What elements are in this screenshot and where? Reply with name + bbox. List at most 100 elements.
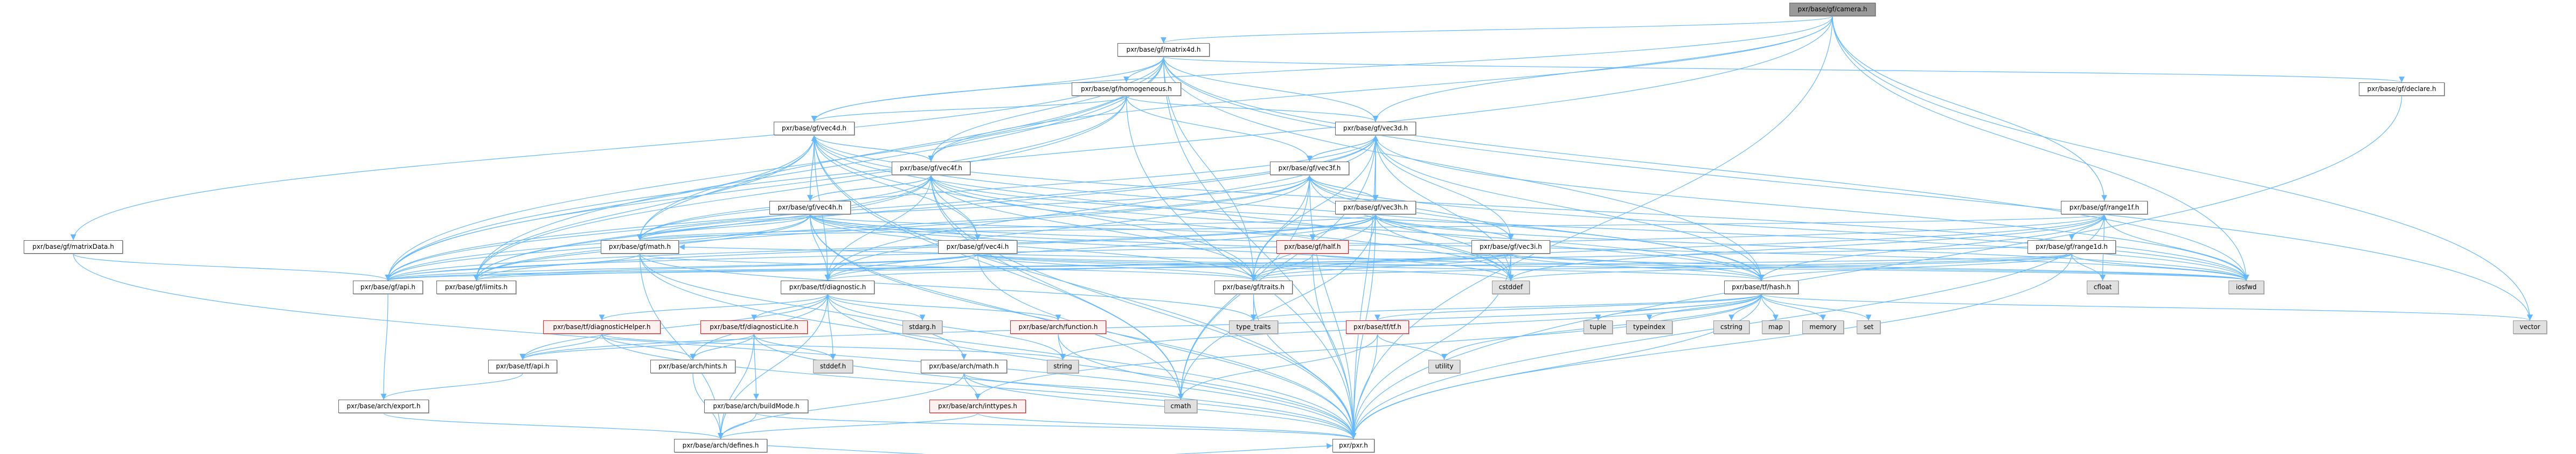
graph-node-tuple: tuple [1584, 320, 1613, 334]
edge-tf-to-utility [1377, 333, 1447, 360]
edge-vec3f-to-api [385, 174, 1310, 281]
graph-node-vec3h[interactable]: pxr/base/gf/vec3h.h [1335, 201, 1416, 214]
edge-hash-to-vector [1761, 294, 2533, 321]
graph-node-diagnosticLite[interactable]: pxr/base/tf/diagnosticLite.h [700, 320, 808, 334]
edge-matrix4d-to-matrixData [70, 56, 1164, 241]
edge-math-to-pxr [639, 253, 1357, 439]
edge-diagnostic-to-tfapi [519, 294, 828, 360]
edge-hash-to-cstring [1728, 294, 1762, 321]
edge-archmath-to-inttypes [963, 373, 981, 400]
graph-node-iosfwd: iosfwd [2228, 281, 2264, 294]
graph-node-vec3d[interactable]: pxr/base/gf/vec3d.h [1335, 122, 1416, 135]
edge-vec4i-to-iosfwd [977, 253, 2249, 281]
edge-vec3f-to-limits [473, 174, 1310, 281]
graph-node-api[interactable]: pxr/base/gf/api.h [353, 281, 423, 294]
edge-vec3f-to-cstddef [1309, 174, 1514, 281]
graph-node-pxr[interactable]: pxr/pxr.h [1332, 439, 1374, 452]
edge-vec4f-to-cmath [931, 174, 1184, 400]
edge-range1d-to-traits [1251, 253, 2072, 281]
edge-vec4f-to-cstddef [931, 174, 1514, 281]
edge-hash-to-type_traits [1251, 294, 1762, 321]
edge-vec4i-to-diagnostic [824, 253, 978, 281]
graph-node-cstddef: cstddef [1492, 281, 1530, 294]
edge-vec4h-to-cstddef [809, 214, 1514, 281]
graph-node-stdarg: stdarg.h [902, 320, 942, 334]
graph-node-traits[interactable]: pxr/base/gf/traits.h [1214, 281, 1293, 294]
graph-node-vec4d[interactable]: pxr/base/gf/vec4d.h [774, 122, 855, 135]
edge-vec4h-to-cmath [809, 214, 1184, 400]
graph-node-half[interactable]: pxr/base/gf/half.h [1276, 240, 1349, 254]
graph-node-archmath[interactable]: pxr/base/arch/math.h [921, 360, 1007, 373]
graph-node-tfapi[interactable]: pxr/base/tf/api.h [488, 360, 557, 373]
graph-node-declare[interactable]: pxr/base/gf/declare.h [2359, 82, 2445, 96]
graph-node-hints[interactable]: pxr/base/arch/hints.h [650, 360, 735, 373]
edge-hash-to-inttypes [975, 294, 1762, 400]
edge-vec4d-to-vec4i [814, 135, 981, 241]
edge-diagnosticLite-to-hints [690, 333, 755, 360]
edge-inttypes-to-pxr [977, 413, 1357, 439]
edge-vec3i-to-iosfwd [1510, 253, 2249, 281]
edge-vec3d-to-iosfwd [1375, 135, 2249, 281]
graph-node-set: set [1857, 320, 1880, 334]
graph-node-range1f[interactable]: pxr/base/gf/range1f.h [2061, 201, 2148, 214]
graph-node-vec4h[interactable]: pxr/base/gf/vec4h.h [769, 201, 851, 214]
edge-vec4i-to-hash [977, 253, 1764, 281]
edge-vec3d-to-traits [1251, 135, 1376, 281]
graph-node-export[interactable]: pxr/base/arch/export.h [338, 400, 429, 413]
edge-matrix4d-to-vec4d [811, 56, 1164, 122]
graph-node-buildMode[interactable]: pxr/base/arch/buildMode.h [704, 400, 808, 413]
edge-vec3f-to-pxr [1309, 174, 1357, 439]
edge-math-to-type_traits [639, 253, 1256, 321]
edge-range1d-to-math [678, 244, 2028, 260]
edge-math-to-api [385, 253, 641, 281]
graph-node-diagnostic[interactable]: pxr/base/tf/diagnostic.h [781, 281, 874, 294]
edge-vec4h-to-vec4i [809, 214, 981, 241]
edge-camera-to-range1f [1832, 16, 2107, 201]
graph-node-limits[interactable]: pxr/base/gf/limits.h [436, 281, 516, 294]
edge-archmath-to-cmath [963, 373, 1184, 400]
graph-node-vec4i[interactable]: pxr/base/gf/vec4i.h [938, 240, 1017, 254]
edge-vec4h-to-half [809, 214, 1315, 241]
graph-node-defines[interactable]: pxr/base/arch/defines.h [674, 439, 767, 452]
graph-node-camera[interactable]: pxr/base/gf/camera.h [1789, 3, 1876, 16]
edge-matrix4d-to-pxr [1163, 56, 1357, 439]
edge-range1d-to-api [385, 253, 2072, 281]
edge-camera-to-vector [1832, 16, 2533, 321]
graph-node-vec3f[interactable]: pxr/base/gf/vec3f.h [1270, 162, 1349, 175]
edge-archmath-to-defines [718, 373, 964, 439]
graph-node-inttypes[interactable]: pxr/base/arch/inttypes.h [929, 400, 1026, 413]
edge-vec3f-to-hash [1309, 174, 1765, 281]
edge-vec3h-to-cmath [1178, 214, 1376, 400]
edge-matrix4d-to-homogeneous [1123, 56, 1164, 83]
edge-matrixData-to-pxr [73, 253, 1357, 439]
edge-vec4h-to-vec4f [809, 174, 934, 201]
graph-node-hash[interactable]: pxr/base/tf/hash.h [1724, 281, 1799, 294]
graph-node-homogeneous[interactable]: pxr/base/gf/homogeneous.h [1072, 82, 1181, 96]
edge-vec3i-to-hash [1510, 253, 1765, 281]
graph-node-math[interactable]: pxr/base/gf/math.h [601, 240, 679, 254]
graph-node-vec3i[interactable]: pxr/base/gf/vec3i.h [1471, 240, 1550, 254]
edge-vec3i-to-diagnostic [825, 253, 1511, 281]
edge-camera-to-vec3d [1372, 16, 1833, 122]
edge-homogeneous-to-limits [473, 95, 1127, 281]
graph-node-function[interactable]: pxr/base/arch/function.h [1010, 320, 1106, 334]
graph-node-string: string [1047, 360, 1079, 373]
edge-matrix4d-to-iosfwd [1163, 56, 2249, 281]
graph-node-diagnosticHelper[interactable]: pxr/base/tf/diagnosticHelper.h [543, 320, 661, 334]
edge-vec4i-to-api [385, 253, 978, 281]
edge-vec3i-to-limits [474, 253, 1511, 281]
graph-node-matrixData[interactable]: pxr/base/gf/matrixData.h [24, 240, 123, 254]
graph-node-tf[interactable]: pxr/base/tf/tf.h [1346, 320, 1409, 334]
edge-hash-to-memory [1761, 294, 1826, 321]
graph-node-matrix4d[interactable]: pxr/base/gf/matrix4d.h [1117, 43, 1210, 57]
edge-vec3f-to-diagnostic [824, 174, 1310, 281]
edge-vec4i-to-traits [977, 253, 1256, 281]
graph-node-vec4f[interactable]: pxr/base/gf/vec4f.h [892, 162, 970, 175]
graph-node-range1d[interactable]: pxr/base/gf/range1d.h [2028, 240, 2116, 254]
edge-vec3d-to-cmath [1178, 135, 1376, 400]
graph-node-utility: utility [1428, 360, 1460, 373]
edge-vec4d-to-api [385, 135, 815, 281]
edge-hash-to-tuple [1595, 294, 1762, 321]
edge-camera-to-vec4d [811, 16, 1833, 122]
